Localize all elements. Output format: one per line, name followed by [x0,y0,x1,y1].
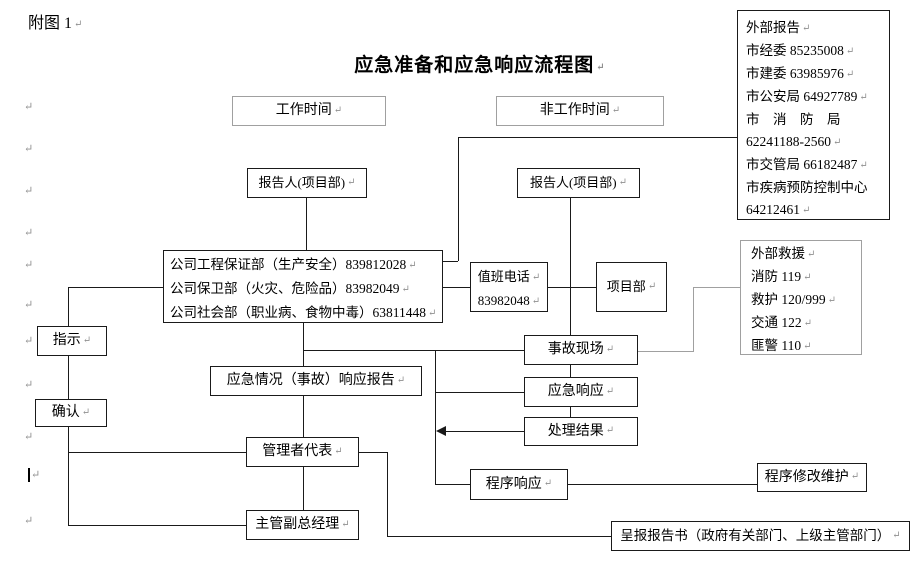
external-report-line: 市公安局 64927789 [746,86,881,109]
paragraph-mark [24,516,33,527]
emergency-response-box: 应急响应 [524,377,638,407]
connector-company-emreport [303,323,304,366]
connector-left-deputy-h [68,525,246,526]
procedure-maintain-box: 程序修改维护 [757,463,867,492]
external-report-line: 市疾病预防控制中心 [746,180,868,195]
connector-company-left-h [68,287,163,288]
external-report-line: 外部报告 [746,17,881,40]
deputy-general-manager-box: 主管副总经理 [246,510,359,540]
confirm-box: 确认 [35,399,107,427]
external-report-line: 市建委 63985976 [746,63,881,86]
connector-submit-h [387,536,611,537]
external-report-line: 62241188-2560 [746,131,881,154]
text-cursor [28,468,30,482]
connector-scene-response [570,365,571,377]
connector-nonwork-company-h [443,261,458,262]
duty-phone-box: 值班电话 83982048 [470,262,548,312]
handle-result-box: 处理结果 [524,417,638,446]
external-report-line: 64212461 [746,199,881,222]
connector-manager-submit-v [387,452,388,536]
company-departments-box: 公司工程保证部（生产安全）839812028 公司保卫部（火灾、危险品）8398… [163,250,443,323]
connector-left-manager-h [68,452,246,453]
connector-confirm-down-v [68,427,69,525]
work-time-box: 工作时间 [232,96,386,126]
paragraph-mark [24,300,33,311]
duty-phone-line: 值班电话 [471,265,547,289]
company-dept-line: 公司工程保证部（生产安全）839812028 [170,253,436,277]
connector-left-instruct-v [68,287,69,326]
paragraph-mark [24,432,33,443]
connector-dutyphone-project [548,287,596,288]
paragraph-mark [24,228,33,239]
paragraph-mark [24,260,33,271]
connector-instruct-confirm [68,356,69,399]
external-rescue-line: 匪警 110 [751,335,851,358]
connector-trunk-v [435,350,436,484]
connector-nonwork-v [458,137,459,261]
external-rescue-line: 交通 122 [751,312,851,335]
connector-scene-rescue-h1 [638,351,693,352]
reporter-left-box: 报告人(项目部) [247,168,367,198]
paragraph-mark [24,336,33,347]
instruct-box: 指示 [37,326,107,356]
connector-procresponse-maintain [568,484,757,485]
connector-response-result [570,407,571,417]
external-rescue-line: 消防 119 [751,266,851,289]
paragraph-mark [31,470,40,481]
connector-result-trunk-arrow-line [443,431,524,432]
arrow-left-icon [436,426,446,436]
company-dept-line: 公司保卫部（火灾、危险品）83982049 [170,277,436,301]
external-report-line: 市交管局 66182487 [746,154,881,177]
external-rescue-box: 外部救援 消防 119 救护 120/999 交通 122 匪警 110 [740,240,862,355]
figure-label: 附图 1 [28,9,82,33]
paragraph-mark [24,186,33,197]
external-report-box: 外部报告 市经委 85235008 市建委 63985976 市公安局 6492… [737,10,890,220]
duty-phone-line: 83982048 [471,289,547,313]
page-title: 应急准备和应急响应流程图 [330,50,630,77]
connector-manager-deputy [303,467,304,510]
external-rescue-line: 救护 120/999 [751,289,851,312]
paragraph-mark [24,380,33,391]
accident-scene-box: 事故现场 [524,335,638,365]
connector-manager-right-h [359,452,387,453]
connector-trunk-procresponse [435,484,470,485]
external-report-line: 市经委 85235008 [746,40,881,63]
emergency-report-box: 应急情况（事故）响应报告 [210,366,422,396]
company-dept-line: 公司社会部（职业病、食物中毒）63811448 [170,301,436,325]
connector-reporterL-company [306,198,307,250]
external-report-line: 市 消 防 局 [746,112,841,127]
procedure-response-box: 程序响应 [470,469,568,500]
reporter-right-box: 报告人(项目部) [517,168,640,198]
connector-reporterR-scene [570,198,571,335]
connector-emreport-manager [303,396,304,437]
connector-trunk-scene-h [303,350,524,351]
connector-scene-rescue-h2 [693,287,740,288]
connector-company-dutyphone [443,287,470,288]
project-dept-box: 项目部 [596,262,667,312]
connector-scene-rescue-v [693,287,694,352]
connector-nonwork-external-h [458,137,737,138]
manager-representative-box: 管理者代表 [246,437,359,467]
paragraph-mark [24,144,33,155]
connector-trunk-response-h [435,392,524,393]
external-rescue-line: 外部救援 [751,243,851,266]
report-submit-box: 呈报报告书（政府有关部门、上级主管部门） [611,521,910,551]
paragraph-mark [24,102,33,113]
non-work-time-box: 非工作时间 [496,96,664,126]
